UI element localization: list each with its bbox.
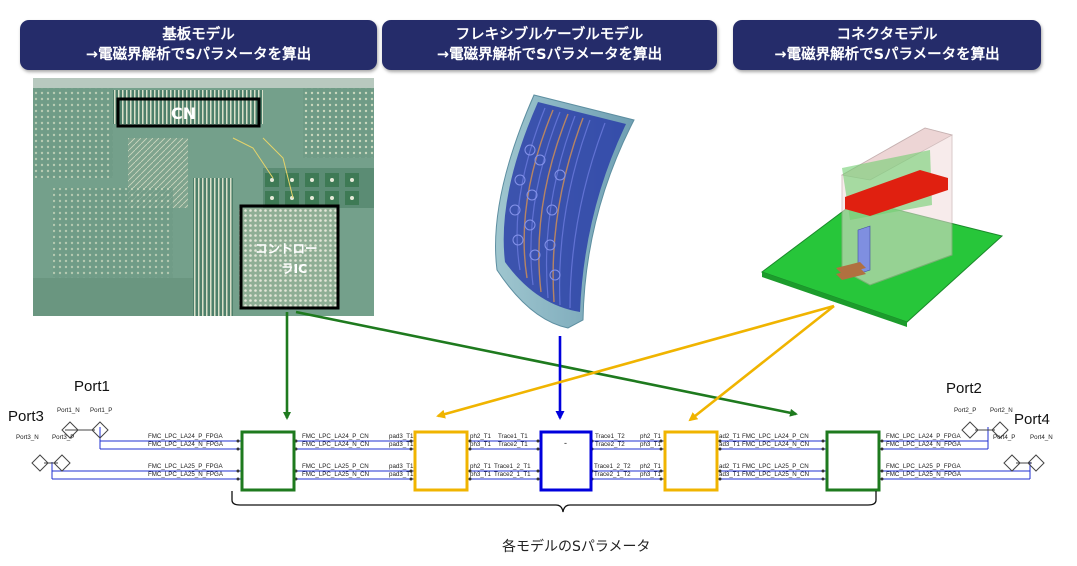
caption-sparam: 各モデルのSパラメータ — [502, 539, 651, 555]
cn-label: CN — [171, 104, 197, 123]
net-label: Trace1_2_T2 — [594, 463, 631, 470]
port1-label: Port1 — [74, 378, 110, 395]
pin-label: Port1_N — [57, 407, 80, 414]
sparam-block-connector-right — [663, 430, 719, 492]
net-label: ad2_T1 — [719, 463, 740, 470]
port4-label: Port4 — [1014, 411, 1050, 428]
net-label: FMC_LPC_LA25_N_FPGA — [148, 471, 223, 478]
net-label: ad3_T1 — [719, 471, 740, 478]
net-label: pad3_T1 — [389, 441, 414, 448]
sparam-block-pcb-right — [825, 430, 881, 492]
net-label: Trace2_T2 — [595, 441, 625, 448]
net-label: FMC_LPC_LA24_P_CN — [302, 433, 369, 440]
net-label: ph3_T1 — [470, 441, 491, 448]
header-board-title: 基板モデル — [162, 27, 235, 43]
pin-label: Port3_N — [16, 434, 39, 441]
net-label: Trace2_1_T1 — [494, 471, 531, 478]
net-label: FMC_LPC_LA25_N_CN — [302, 471, 370, 478]
arrow-pcb-to-right-block — [295, 310, 798, 417]
net-label: FMC_LPC_LA24_P_CN — [742, 433, 809, 440]
header-connector-title: コネクタモデル — [836, 27, 938, 43]
net-label: Trace2_T1 — [498, 441, 528, 448]
net-label: ph2_T1 — [470, 433, 491, 440]
port2-label: Port2 — [946, 380, 982, 397]
flex-cable-model-image — [495, 94, 635, 329]
arrow-connector-to-right-block — [688, 304, 835, 422]
net-label: Trace1_2_T1 — [494, 463, 531, 470]
cn-highlight-box — [116, 97, 261, 128]
controller-ic-label-line2: ラIC — [281, 261, 308, 276]
net-label: FMC_LPC_LA24_P_FPGA — [148, 433, 223, 440]
pin-label: Port4_N — [1030, 434, 1053, 441]
net-label: FMC_LPC_LA24_N_CN — [302, 441, 370, 448]
arrow-connector-to-left-block — [436, 304, 835, 419]
net-label: ph3_T1 — [640, 441, 661, 448]
header-flex-title: フレキシブルケーブルモデル — [455, 27, 644, 43]
net-label: Trace1_T2 — [595, 433, 625, 440]
net-label: ph3_T1 — [470, 471, 491, 478]
sparam-block-flex — [539, 430, 593, 492]
net-label: ad2_T1 — [719, 433, 740, 440]
pin-label: Port2_N — [990, 407, 1013, 414]
port-symbols — [31, 421, 1045, 472]
net-label: FMC_LPC_LA25_N_CN — [742, 471, 810, 478]
connector-model-image — [760, 127, 1004, 327]
net-label: FMC_LPC_LA25_P_FPGA — [148, 463, 223, 470]
flex-block-mark: - — [564, 438, 567, 448]
net-label: FMC_LPC_LA24_N_FPGA — [148, 441, 223, 448]
net-label: ad3_T1 — [719, 441, 740, 448]
pcb-board-image: CN コントロー ラIC — [33, 78, 374, 316]
net-label: pad3_T1 — [389, 433, 414, 440]
net-label: FMC_LPC_LA25_P_CN — [302, 463, 369, 470]
schematic-wires — [51, 427, 1031, 480]
sparam-block-connector-left — [413, 430, 469, 492]
header-board-model: 基板モデル →電磁界解析でSパラメータを算出 — [20, 20, 377, 70]
net-label: pad3_T1 — [389, 471, 414, 478]
header-board-subtitle: →電磁界解析でSパラメータを算出 — [85, 47, 312, 63]
net-label: ph2_T1 — [640, 463, 661, 470]
pcb-board-drawing — [33, 78, 374, 316]
net-label: FMC_LPC_LA25_P_CN — [742, 463, 809, 470]
net-label: FMC_LPC_LA25_N_FPGA — [886, 471, 961, 478]
net-label: ph3_T1 — [640, 471, 661, 478]
net-label: FMC_LPC_LA24_N_FPGA — [886, 441, 961, 448]
net-label: FMC_LPC_LA25_P_FPGA — [886, 463, 961, 470]
header-flex-cable-model: フレキシブルケーブルモデル →電磁界解析でSパラメータを算出 — [382, 20, 717, 70]
net-label: FMC_LPC_LA24_P_FPGA — [886, 433, 961, 440]
pin-label: Port4_P — [993, 434, 1016, 441]
pin-label: Port3_P — [52, 434, 75, 441]
pin-label: Port2_P — [954, 407, 977, 414]
header-connector-subtitle: →電磁界解析でSパラメータを算出 — [774, 47, 1000, 63]
sparam-block-pcb-left — [240, 430, 296, 492]
net-label: ph2_T1 — [640, 433, 661, 440]
grouping-bracket — [231, 491, 877, 513]
net-label: Trace2_1_T2 — [594, 471, 631, 478]
ic-highlight-box — [239, 204, 340, 310]
net-label: Trace1_T1 — [498, 433, 528, 440]
controller-ic-label-line1: コントロー — [255, 241, 318, 256]
pin-label: Port1_P — [90, 407, 113, 414]
net-label: ph2_T1 — [470, 463, 491, 470]
port3-label: Port3 — [8, 408, 44, 425]
net-label: pad3_T1 — [389, 463, 414, 470]
net-label: FMC_LPC_LA24_N_CN — [742, 441, 810, 448]
header-flex-subtitle: →電磁界解析でSパラメータを算出 — [436, 47, 663, 63]
header-connector-model: コネクタモデル →電磁界解析でSパラメータを算出 — [733, 20, 1041, 70]
